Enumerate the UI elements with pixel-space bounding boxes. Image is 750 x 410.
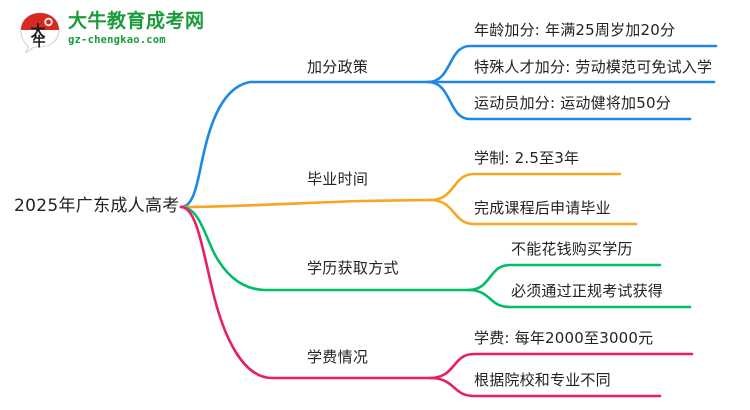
- branch-label-jiafenzhengce[interactable]: 加分政策: [307, 58, 369, 76]
- leaf-label-tuition-range[interactable]: 学费: 每年2000至3000元: [474, 329, 654, 347]
- leaf-label-age-bonus[interactable]: 年龄加分: 年满25周岁加20分: [474, 21, 676, 39]
- leaf-label-varies-by-school[interactable]: 根据院校和专业不同: [474, 371, 611, 389]
- mindmap-root-node[interactable]: 2025年广东成人高考: [14, 196, 180, 216]
- daniu-bull-speech-bubble-logo: 大 牛: [20, 12, 60, 54]
- logo-brand-url: gz-chengkao.com: [68, 34, 166, 46]
- leaf-label-cannot-buy-diploma[interactable]: 不能花钱购买学历: [511, 240, 633, 258]
- branch-connector-xuelihuoqufangshi: [179, 205, 692, 309]
- leaf-label-must-pass-exam[interactable]: 必须通过正规考试获得: [511, 282, 664, 300]
- logo-text-block: 大牛教育成考网 gz-chengkao.com: [68, 10, 205, 48]
- branch-label-xuelihuoqufangshi[interactable]: 学历获取方式: [307, 259, 399, 277]
- svg-text:牛: 牛: [32, 34, 45, 50]
- branch-connector-jiafenzhengce: [179, 44, 718, 209]
- svg-text:大: 大: [30, 22, 45, 40]
- logo-brand-name: 大牛教育成考网: [68, 10, 205, 32]
- leaf-label-apply-after-courses[interactable]: 完成课程后申请毕业: [474, 199, 611, 217]
- site-logo: 大 牛 大牛教育成考网 gz-chengkao.com: [18, 8, 248, 56]
- branch-connector-xuefeiqingkuang: [179, 205, 694, 398]
- branch-label-biyeshijian[interactable]: 毕业时间: [307, 170, 369, 188]
- leaf-label-special-talent-bonus[interactable]: 特殊人才加分: 劳动模范可免试入学: [474, 58, 713, 76]
- leaf-label-athlete-bonus[interactable]: 运动员加分: 运动健将加50分: [474, 94, 671, 112]
- branch-connector-biyeshijian: [179, 172, 638, 226]
- leaf-label-study-duration[interactable]: 学制: 2.5至3年: [474, 149, 580, 167]
- branch-label-xuefeiqingkuang[interactable]: 学费情况: [307, 348, 369, 366]
